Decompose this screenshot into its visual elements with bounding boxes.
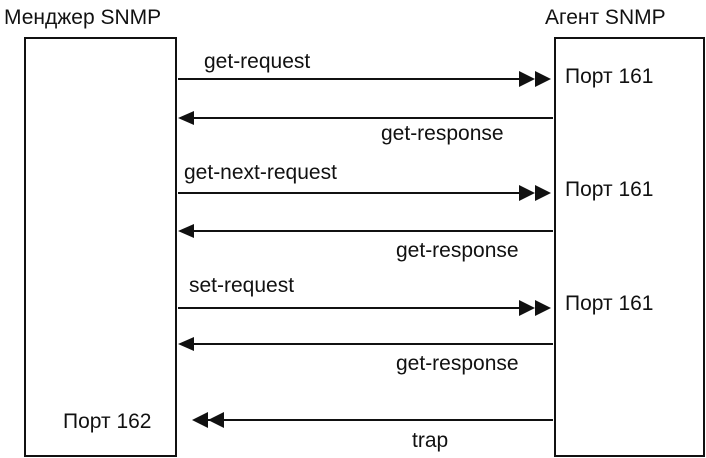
arrowhead — [178, 224, 194, 238]
message-label: get-request — [204, 50, 310, 73]
message-arrow-get-response — [178, 224, 553, 238]
message-label: get-response — [381, 122, 504, 145]
message-label: set-request — [189, 274, 294, 297]
agent-box — [554, 37, 705, 457]
manager-box — [24, 37, 177, 457]
arrowhead — [208, 412, 224, 428]
message-arrow-trap — [192, 412, 553, 428]
arrowhead — [519, 185, 535, 201]
arrowhead — [535, 185, 551, 201]
message-label: get-response — [396, 352, 519, 375]
agent-port-label: Порт 161 — [565, 292, 653, 315]
arrowhead — [535, 300, 551, 316]
agent-port-label: Порт 161 — [565, 178, 653, 201]
arrowhead — [519, 300, 535, 316]
agent-port-label: Порт 161 — [565, 65, 653, 88]
manager-port-label: Порт 162 — [63, 410, 151, 433]
arrowhead — [178, 337, 194, 351]
message-arrow-set-request — [178, 300, 551, 316]
message-label: get-next-request — [184, 161, 337, 184]
message-label: trap — [412, 429, 448, 452]
manager-title: Менджер SNMP — [4, 6, 161, 29]
arrowhead — [178, 111, 194, 125]
arrowhead — [192, 412, 208, 428]
message-arrow-get-request — [178, 71, 551, 87]
agent-title: Агент SNMP — [545, 6, 666, 29]
message-label: get-response — [396, 239, 519, 262]
message-arrow-get-next-request — [178, 185, 551, 201]
message-arrow-get-response — [178, 337, 553, 351]
arrowhead — [535, 71, 551, 87]
message-arrow-get-response — [178, 111, 553, 125]
arrowhead — [519, 71, 535, 87]
